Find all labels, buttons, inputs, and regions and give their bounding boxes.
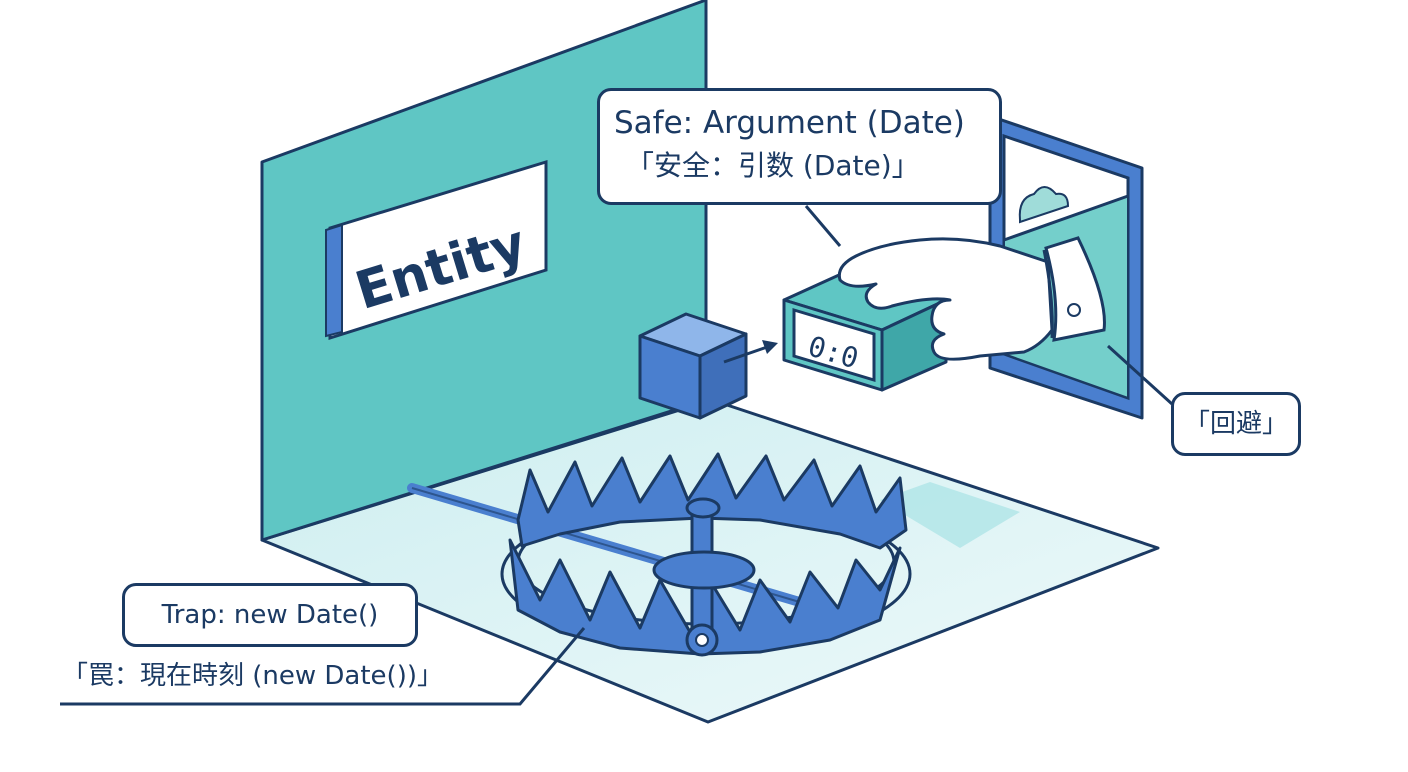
safe-callout-subtitle: 「安全：引数 (Date)」 (626, 149, 920, 182)
trap-leader-line (60, 627, 586, 706)
safe-leader-line (804, 205, 842, 247)
safe-callout: Safe: Argument (Date) 「安全：引数 (Date)」 (597, 88, 1002, 205)
cube-icon (638, 312, 748, 420)
hand-icon (837, 236, 1106, 361)
bear-trap-icon (500, 452, 912, 657)
arrow-icon (723, 340, 778, 364)
trap-callout-subtitle: 「罠：現在時刻 (new Date())」 (62, 661, 443, 691)
trap-callout: Trap: new Date() (122, 583, 418, 647)
avoid-leader-line (1106, 344, 1174, 406)
avoid-callout: 「回避」 (1171, 392, 1301, 456)
safe-callout-title: Safe: Argument (Date) (614, 105, 965, 141)
digital-clock-icon: 0:0 (782, 268, 948, 392)
floor-highlight (880, 482, 1020, 548)
